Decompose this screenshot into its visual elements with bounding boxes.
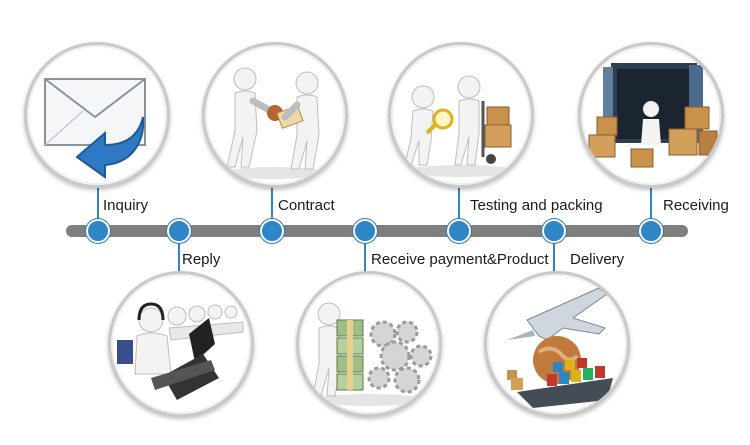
timeline-node-contract [260,219,284,243]
timeline-node-delivery [542,219,566,243]
connector-inquiry [97,182,99,222]
step-label-reply: Reply [182,251,220,268]
timeline-bar [66,225,688,237]
step-label-delivery: Delivery [570,251,624,268]
connector-testing [458,182,460,222]
connector-payment [364,240,366,274]
magnifier-handtruck-icon [391,45,531,185]
step-label-payment: Receive payment&Product [371,251,549,268]
timeline-node-reply [167,219,191,243]
connector-receiving [650,182,652,222]
call-center-icon [111,274,251,414]
reply-image [108,271,254,417]
plane-ship-globe-icon [487,274,627,414]
envelope-reply-icon [27,45,167,185]
contract-image [202,42,348,188]
receiving-image [578,42,724,188]
payment-product-image [296,271,442,417]
testing-packing-image [388,42,534,188]
connector-delivery [553,240,555,274]
connector-contract [271,182,273,222]
container-boxes-icon [581,45,721,185]
handshake-contract-icon [205,45,345,185]
step-label-receiving: Receiving [663,197,729,214]
inquiry-image [24,42,170,188]
timeline-node-inquiry [86,219,110,243]
step-label-contract: Contract [278,197,335,214]
money-gears-icon [299,274,439,414]
timeline-node-testing [447,219,471,243]
timeline-node-receiving [639,219,663,243]
timeline-node-payment [353,219,377,243]
delivery-image [484,271,630,417]
step-label-inquiry: Inquiry [103,197,148,214]
step-label-testing: Testing and packing [470,197,603,214]
connector-reply [178,240,180,274]
